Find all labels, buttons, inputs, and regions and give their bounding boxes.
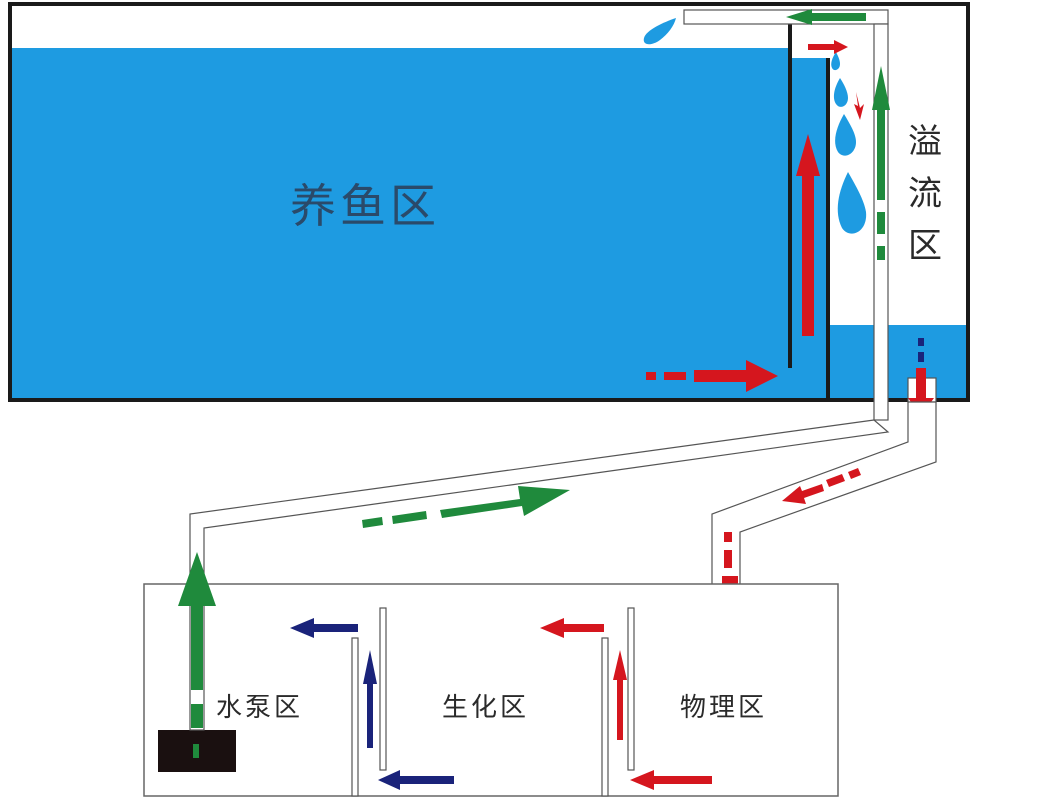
arrow-pump-up [178, 552, 216, 690]
arrow-bio-bottom-left [378, 770, 454, 790]
dash [918, 352, 924, 362]
arrow-phys-bottom-left [630, 770, 712, 790]
dash [877, 246, 885, 260]
pipes [189, 401, 937, 605]
arrow-up-baffle [796, 134, 820, 336]
dash [918, 338, 924, 346]
tank-flow-red [646, 40, 934, 416]
dash [724, 532, 732, 542]
arrow-drop-small [854, 92, 864, 120]
dash [392, 511, 427, 524]
overflow-return-green [786, 9, 890, 260]
overflow-water [828, 325, 968, 400]
sump-baffle-2b [627, 607, 635, 771]
fish-tank-water [10, 48, 790, 400]
droplet-1 [643, 18, 676, 45]
sump-outline [143, 583, 839, 797]
dash [877, 212, 885, 234]
arrow-return-left [786, 9, 866, 25]
arrow-spill [808, 40, 848, 54]
sump-baffle-1b [379, 607, 387, 771]
droplet-4 [835, 114, 856, 156]
arrow-bio-top-left [290, 618, 358, 638]
pipe-flow-green [362, 486, 570, 528]
tank-outline [8, 2, 970, 402]
arrow-return-up [872, 66, 890, 200]
droplet-2 [831, 52, 840, 71]
sump-flow [178, 552, 712, 790]
dash [826, 474, 845, 487]
main-tank [8, 2, 970, 421]
dash [646, 372, 656, 380]
arrow-pipe-green [440, 486, 570, 518]
arrow-bio-up [363, 650, 377, 748]
overflow-label: 溢流区 [908, 122, 942, 266]
pump-zone-label: 水泵区 [216, 693, 304, 723]
droplet-3 [833, 78, 848, 107]
sump-baffle-1a [351, 637, 359, 797]
dash [848, 468, 861, 479]
water-droplets [643, 18, 867, 234]
fish-tank-label: 养鱼区 [290, 179, 440, 233]
physical-zone-label: 物理区 [680, 693, 768, 723]
arrow-phys-top-left [540, 618, 604, 638]
dash [362, 517, 383, 528]
dash [664, 372, 686, 380]
droplet-5 [837, 172, 867, 234]
arrow-to-baffle [694, 360, 778, 392]
pump-indicator [193, 744, 199, 758]
sump [143, 583, 839, 797]
arrow-drain-left [782, 484, 824, 504]
dash [724, 550, 732, 568]
bio-zone-label: 生化区 [442, 693, 530, 723]
sump-baffle-2a [601, 637, 609, 797]
dash [191, 704, 203, 728]
arrow-phys-up [613, 650, 627, 740]
